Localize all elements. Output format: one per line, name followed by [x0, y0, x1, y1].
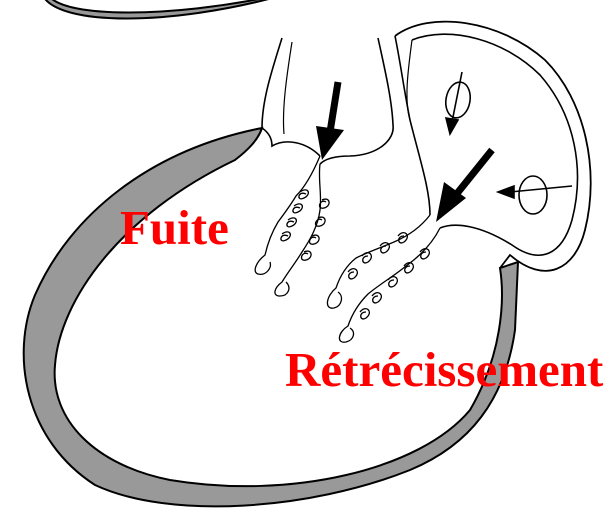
- atrium-left-wall: [262, 38, 320, 156]
- mitral-arrow-icon: [316, 82, 344, 160]
- aorta-outer-wall: [395, 22, 591, 271]
- mitral-leaflet-right: [275, 164, 321, 296]
- label-retrecissement: Rétrécissement: [285, 345, 603, 394]
- small-arrow-down-icon: [443, 72, 473, 134]
- upper-chamber-wall: [43, 0, 280, 19]
- mitral-valve: [255, 156, 329, 296]
- aortic-left-wall: [395, 36, 430, 215]
- atrium-inner-line: [283, 42, 292, 134]
- aortic-wall-join: [407, 40, 412, 120]
- mitral-chord-2: [302, 199, 330, 260]
- aortic-leaflet-left: [327, 215, 430, 308]
- small-arrow-left-icon: [498, 176, 572, 214]
- label-fuite: Fuite: [120, 203, 229, 252]
- aortic-valve: [327, 215, 440, 342]
- aortic-arrow-icon: [436, 150, 492, 222]
